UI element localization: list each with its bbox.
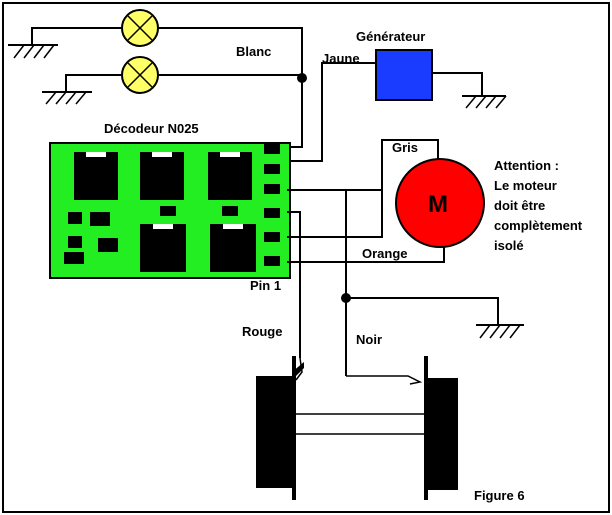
label-pin1: Pin 1 [250, 278, 281, 293]
motor-letter: M [428, 191, 448, 218]
label-noir: Noir [356, 332, 382, 347]
ground-rail-hatch [479, 324, 521, 339]
wheelset [256, 356, 458, 500]
pin-1 [264, 256, 280, 266]
pin-4 [264, 184, 280, 194]
pin-3 [264, 208, 280, 218]
wire-orange [287, 242, 445, 263]
wheel-left [256, 376, 292, 488]
attention-line-3: doit être [494, 198, 545, 213]
wire-noir-ground [346, 297, 499, 325]
junction-dot-noir [341, 293, 351, 303]
label-jaune: Jaune [322, 51, 360, 66]
chip-top-left [74, 152, 118, 200]
wheel-right [428, 378, 458, 490]
wire-jaune [287, 62, 376, 162]
attention-line-5: isolé [494, 238, 524, 253]
wire-bulb-top [31, 27, 303, 78]
bulb-bottom-icon [121, 56, 159, 94]
chip-bottom-middle [140, 224, 186, 272]
ground-mid-hatch [45, 91, 87, 105]
wire-noir [287, 189, 347, 376]
pin-6 [264, 144, 280, 154]
wire-gris-return [287, 190, 383, 238]
motor-circle [395, 158, 485, 248]
chip-bottom-right [210, 224, 256, 272]
generator-box [375, 49, 433, 101]
pin-5 [264, 164, 280, 174]
wire-bulb-bottom [65, 74, 302, 92]
wiper-noir [346, 375, 423, 385]
bulb-bottom-circuit [42, 56, 302, 105]
label-figure: Figure 6 [474, 488, 525, 503]
ground-top-hatch [13, 44, 55, 59]
attention-line-1: Attention : [494, 158, 559, 173]
chip-top-middle [140, 152, 184, 200]
wire-blanc [287, 75, 303, 148]
wire-generator-ground [432, 72, 483, 95]
attention-line-4: complètement [494, 218, 583, 233]
label-blanc: Blanc [236, 44, 271, 59]
bulb-top-circuit [8, 9, 303, 78]
junction-dot-blanc [297, 73, 307, 83]
label-rouge: Rouge [242, 324, 282, 339]
attention-note: Attention : Le moteur doit être complète… [494, 158, 583, 253]
ground-gen-hatch [465, 95, 507, 109]
label-gris: Gris [392, 140, 418, 155]
chip-top-right [208, 152, 252, 200]
wire-gris [287, 139, 439, 191]
label-decodeur: Décodeur N025 [104, 121, 199, 136]
wire-rouge [287, 211, 301, 358]
attention-line-2: Le moteur [494, 178, 557, 193]
label-generateur: Générateur [356, 29, 425, 44]
pin-2 [264, 232, 280, 242]
bulb-top-icon [121, 9, 159, 47]
label-orange: Orange [362, 246, 408, 261]
decoder-board [49, 142, 291, 279]
